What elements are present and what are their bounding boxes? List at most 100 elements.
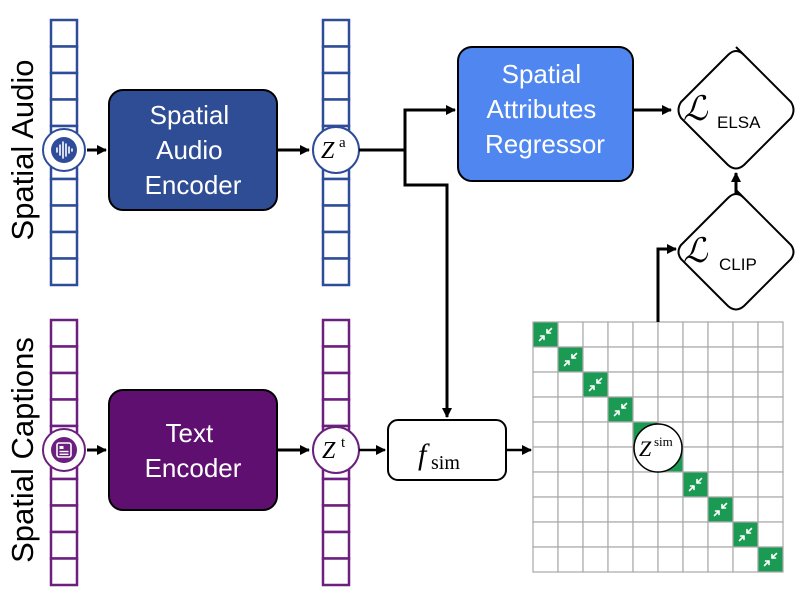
clip-loss-subscript: CLIP	[719, 255, 757, 274]
clip-loss-symbol: ℒ	[683, 233, 709, 270]
matrix-cell	[532, 496, 559, 523]
matrix-cell	[732, 321, 759, 348]
matrix-cell	[632, 371, 659, 398]
token-cell	[49, 371, 79, 401]
matrix-cell	[632, 346, 659, 373]
compress-arrows-icon	[738, 527, 753, 542]
z-sim-base: Z	[639, 436, 652, 461]
matrix-cell	[557, 446, 584, 473]
matrix-cell	[582, 321, 609, 348]
regressor-line-1: Spatial	[502, 59, 582, 89]
elsa-loss-subscript: ELSA	[717, 113, 761, 132]
text-encoder: Text Encoder	[108, 389, 278, 511]
token-cell	[321, 71, 351, 101]
matrix-diagonal-cell	[707, 496, 734, 523]
svg-text:Spatial Attributes: Spatial Attributes Regressor	[485, 59, 605, 159]
matrix-cell	[682, 421, 709, 448]
matrix-cell	[582, 346, 609, 373]
token-cell	[49, 318, 79, 348]
matrix-diagonal-cell	[582, 371, 609, 398]
matrix-cell	[557, 496, 584, 523]
token-cell	[321, 318, 351, 348]
token-cell	[49, 477, 79, 507]
matrix-cell	[607, 446, 634, 473]
matrix-diagonal-cell	[757, 546, 784, 573]
matrix-cell	[582, 396, 609, 423]
matrix-cell	[682, 346, 709, 373]
matrix-cell	[757, 446, 784, 473]
matrix-cell	[607, 321, 634, 348]
matrix-cell	[557, 371, 584, 398]
matrix-cell	[682, 446, 709, 473]
matrix-cell	[607, 521, 634, 548]
spatial-captions-label: Spatial Captions	[5, 337, 40, 563]
matrix-cell	[632, 546, 659, 573]
token-cell	[49, 177, 79, 207]
matrix-cell	[707, 546, 734, 573]
matrix-cell	[657, 521, 684, 548]
matrix-cell	[532, 471, 559, 498]
matrix-cell	[707, 321, 734, 348]
matrix-cell	[657, 496, 684, 523]
matrix-cell	[757, 346, 784, 373]
matrix-cell	[707, 421, 734, 448]
matrix-cell	[682, 371, 709, 398]
token-cell	[321, 230, 351, 260]
matrix-cell	[557, 546, 584, 573]
regressor-line-3: Regressor	[485, 129, 605, 159]
matrix-cell	[757, 321, 784, 348]
token-cell	[321, 371, 351, 401]
clip-loss-node: ℒ CLIP	[677, 189, 795, 311]
token-cell	[321, 177, 351, 207]
matrix-cell	[607, 421, 634, 448]
matrix-cell	[707, 396, 734, 423]
matrix-cell	[707, 346, 734, 373]
audio-encoder-line-1: Spatial	[150, 100, 230, 130]
svg-text:Text Encoder: Text Encoder	[145, 418, 242, 483]
matrix-cell	[582, 496, 609, 523]
matrix-cell	[607, 496, 634, 523]
audio-embedding-tokens	[321, 18, 351, 287]
token-cell	[49, 230, 79, 260]
matrix-cell	[707, 471, 734, 498]
matrix-cell	[532, 421, 559, 448]
matrix-cell	[707, 446, 734, 473]
compress-arrows-icon	[538, 327, 553, 342]
matrix-cell	[682, 321, 709, 348]
token-cell	[321, 18, 351, 48]
text-encoder-line-2: Encoder	[145, 453, 242, 483]
regressor-line-2: Attributes	[486, 94, 596, 124]
matrix-cell	[607, 371, 634, 398]
token-cell	[321, 557, 351, 587]
matrix-cell	[557, 396, 584, 423]
token-cell	[321, 477, 351, 507]
token-cell	[321, 398, 351, 428]
matrix-diagonal-cell	[557, 346, 584, 373]
token-cell	[49, 45, 79, 75]
matrix-cell	[732, 421, 759, 448]
matrix-cell	[532, 346, 559, 373]
token-cell	[49, 530, 79, 560]
matrix-cell	[582, 471, 609, 498]
matrix-cell	[657, 371, 684, 398]
matrix-cell	[582, 546, 609, 573]
token-cell	[321, 45, 351, 75]
token-cell	[321, 504, 351, 534]
matrix-cell	[757, 371, 784, 398]
matrix-cell	[632, 496, 659, 523]
token-cell	[321, 530, 351, 560]
matrix-cell	[632, 471, 659, 498]
spatial-audio-encoder: Spatial Audio Encoder	[108, 89, 278, 211]
matrix-cell	[657, 321, 684, 348]
text-encoder-line-1: Text	[166, 418, 214, 448]
matrix-cell	[582, 421, 609, 448]
matrix-cell	[557, 471, 584, 498]
elsa-loss-symbol: ℒ	[683, 91, 709, 128]
matrix-cell	[682, 521, 709, 548]
compress-arrows-icon	[613, 402, 628, 417]
matrix-cell	[732, 446, 759, 473]
matrix-diagonal-cell	[682, 471, 709, 498]
compress-arrows-icon	[688, 477, 703, 492]
matrix-cell	[732, 371, 759, 398]
